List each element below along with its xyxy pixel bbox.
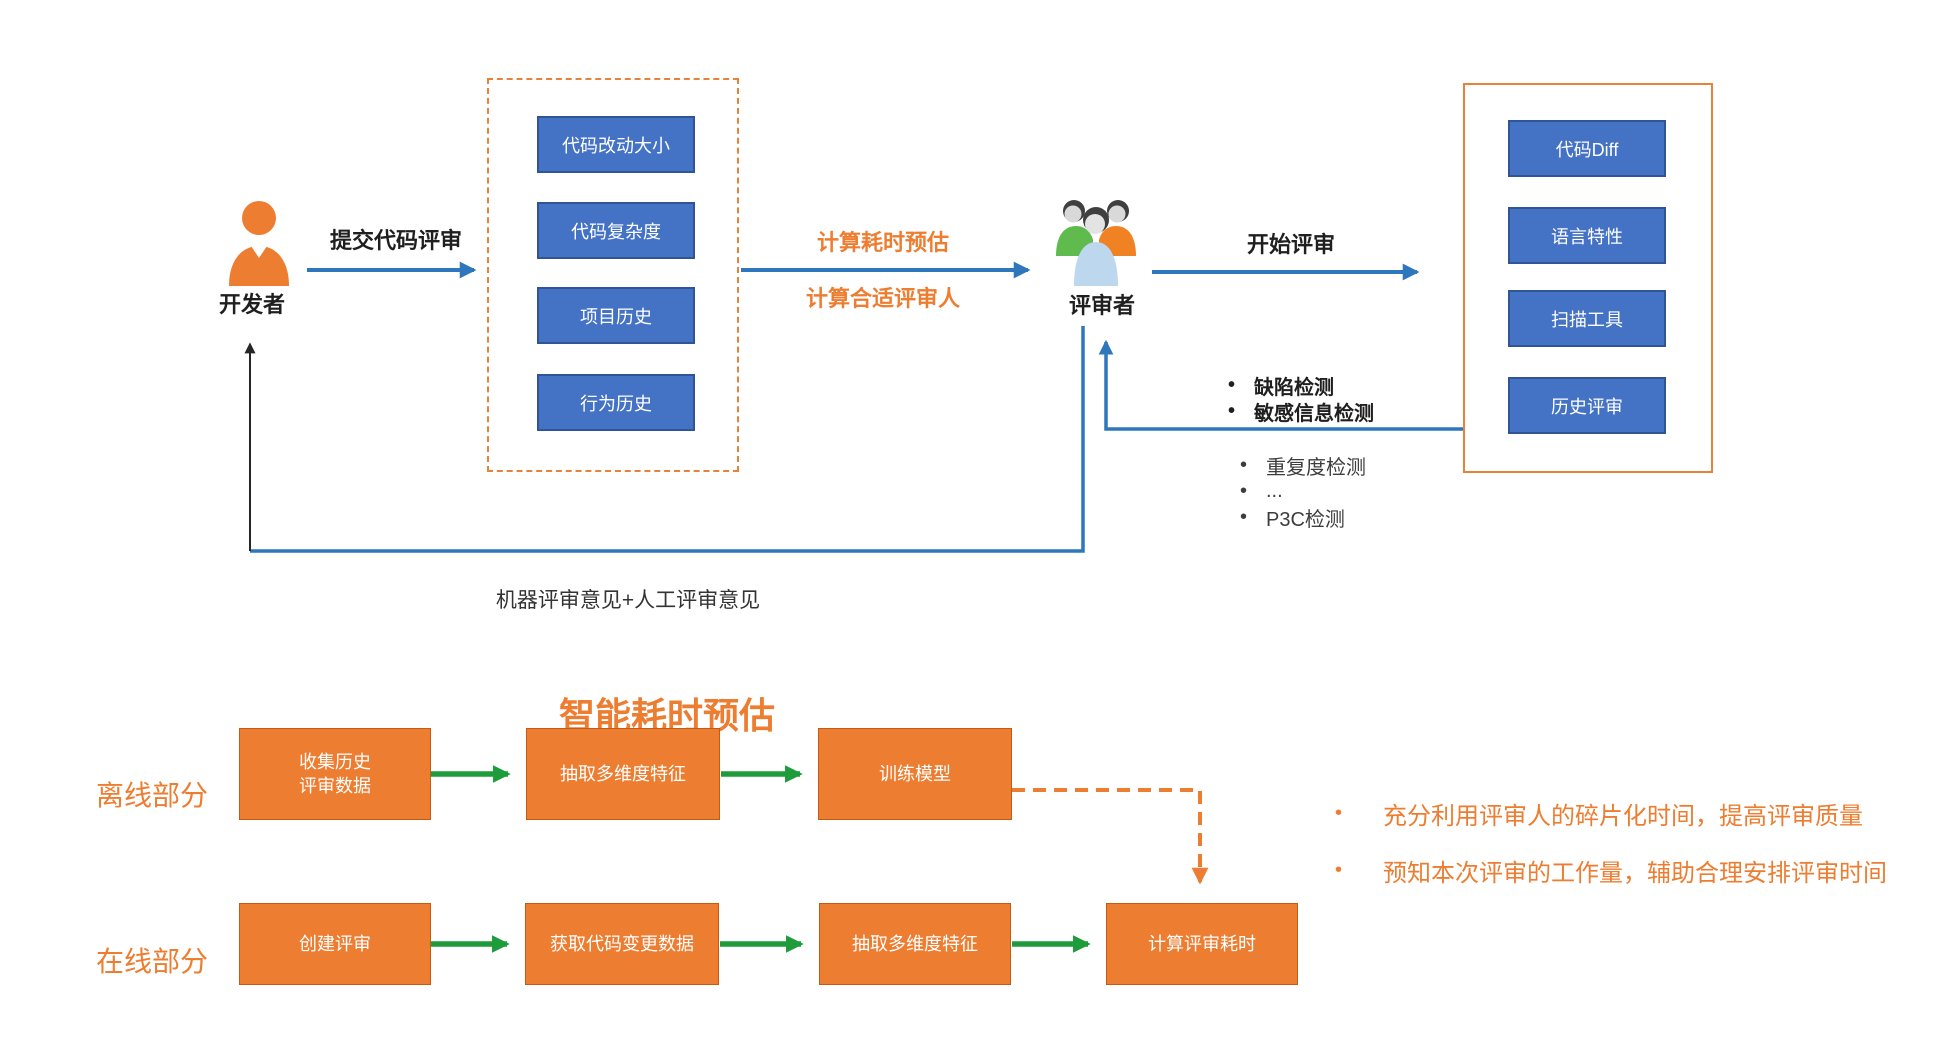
check-item: • 敏感信息检测 <box>1228 398 1374 425</box>
developer-icon <box>229 201 289 286</box>
start-review-label: 开始评审 <box>1246 232 1336 257</box>
bullet-icon: • <box>1240 479 1248 502</box>
reviewer-icon <box>1056 200 1136 286</box>
benefit-list: • 充分利用评审人的碎片化时间，提高评审质量 • 预知本次评审的工作量，辅助合理… <box>1335 796 1887 910</box>
check-item-label: 缺陷检测 <box>1254 376 1334 399</box>
bullet-icon: • <box>1240 505 1248 528</box>
reviewer-label: 评审者 <box>1068 293 1136 318</box>
offline-step: 抽取多维度特征 <box>526 728 720 820</box>
offline-row-label: 离线部分 <box>95 780 209 811</box>
bullet-icon: • <box>1335 859 1343 881</box>
benefit-item: • 预知本次评审的工作量，辅助合理安排评审时间 <box>1335 853 1887 888</box>
review-box: 代码Diff <box>1508 120 1666 177</box>
online-step: 计算评审耗时 <box>1106 903 1298 985</box>
feature-box: 项目历史 <box>537 287 695 344</box>
bullet-icon: • <box>1335 802 1343 824</box>
online-step: 获取代码变更数据 <box>525 903 719 985</box>
developer-label: 开发者 <box>218 292 286 317</box>
check-item: • P3C检测 <box>1240 504 1366 531</box>
feature-box: 代码改动大小 <box>537 116 695 173</box>
check-item: • 重复度检测 <box>1240 452 1366 479</box>
checks-secondary-list: • 重复度检测 • ... • P3C检测 <box>1240 452 1366 531</box>
online-row-label: 在线部分 <box>95 946 209 977</box>
bullet-icon: • <box>1228 399 1236 422</box>
check-item-label: 敏感信息检测 <box>1254 402 1374 425</box>
review-box: 扫描工具 <box>1508 290 1666 347</box>
check-item-label: 重复度检测 <box>1266 456 1366 479</box>
benefit-item: • 充分利用评审人的碎片化时间，提高评审质量 <box>1335 796 1887 831</box>
submit-arrow-label: 提交代码评审 <box>329 228 463 253</box>
bullet-icon: • <box>1240 453 1248 476</box>
compute-time-label: 计算耗时预估 <box>816 230 950 255</box>
offline-step: 训练模型 <box>818 728 1012 820</box>
feedback-caption: 机器评审意见+人工评审意见 <box>495 589 761 612</box>
feature-box: 行为历史 <box>537 374 695 431</box>
review-box: 语言特性 <box>1508 207 1666 264</box>
bullet-icon: • <box>1228 373 1236 396</box>
feature-box: 代码复杂度 <box>537 202 695 259</box>
benefit-item-label: 充分利用评审人的碎片化时间，提高评审质量 <box>1383 803 1863 830</box>
review-panel <box>1463 83 1713 473</box>
check-item-label: P3C检测 <box>1266 508 1345 531</box>
online-step: 抽取多维度特征 <box>819 903 1011 985</box>
check-item: • ... <box>1240 478 1366 504</box>
compute-reviewer-label: 计算合适评审人 <box>805 286 961 311</box>
benefit-item-label: 预知本次评审的工作量，辅助合理安排评审时间 <box>1383 860 1887 887</box>
check-item: • 缺陷检测 <box>1228 372 1374 399</box>
check-item-label: ... <box>1266 479 1283 502</box>
review-box: 历史评审 <box>1508 377 1666 434</box>
offline-step: 收集历史 评审数据 <box>239 728 431 820</box>
online-step: 创建评审 <box>239 903 431 985</box>
checks-primary-list: • 缺陷检测 • 敏感信息检测 <box>1228 372 1374 425</box>
